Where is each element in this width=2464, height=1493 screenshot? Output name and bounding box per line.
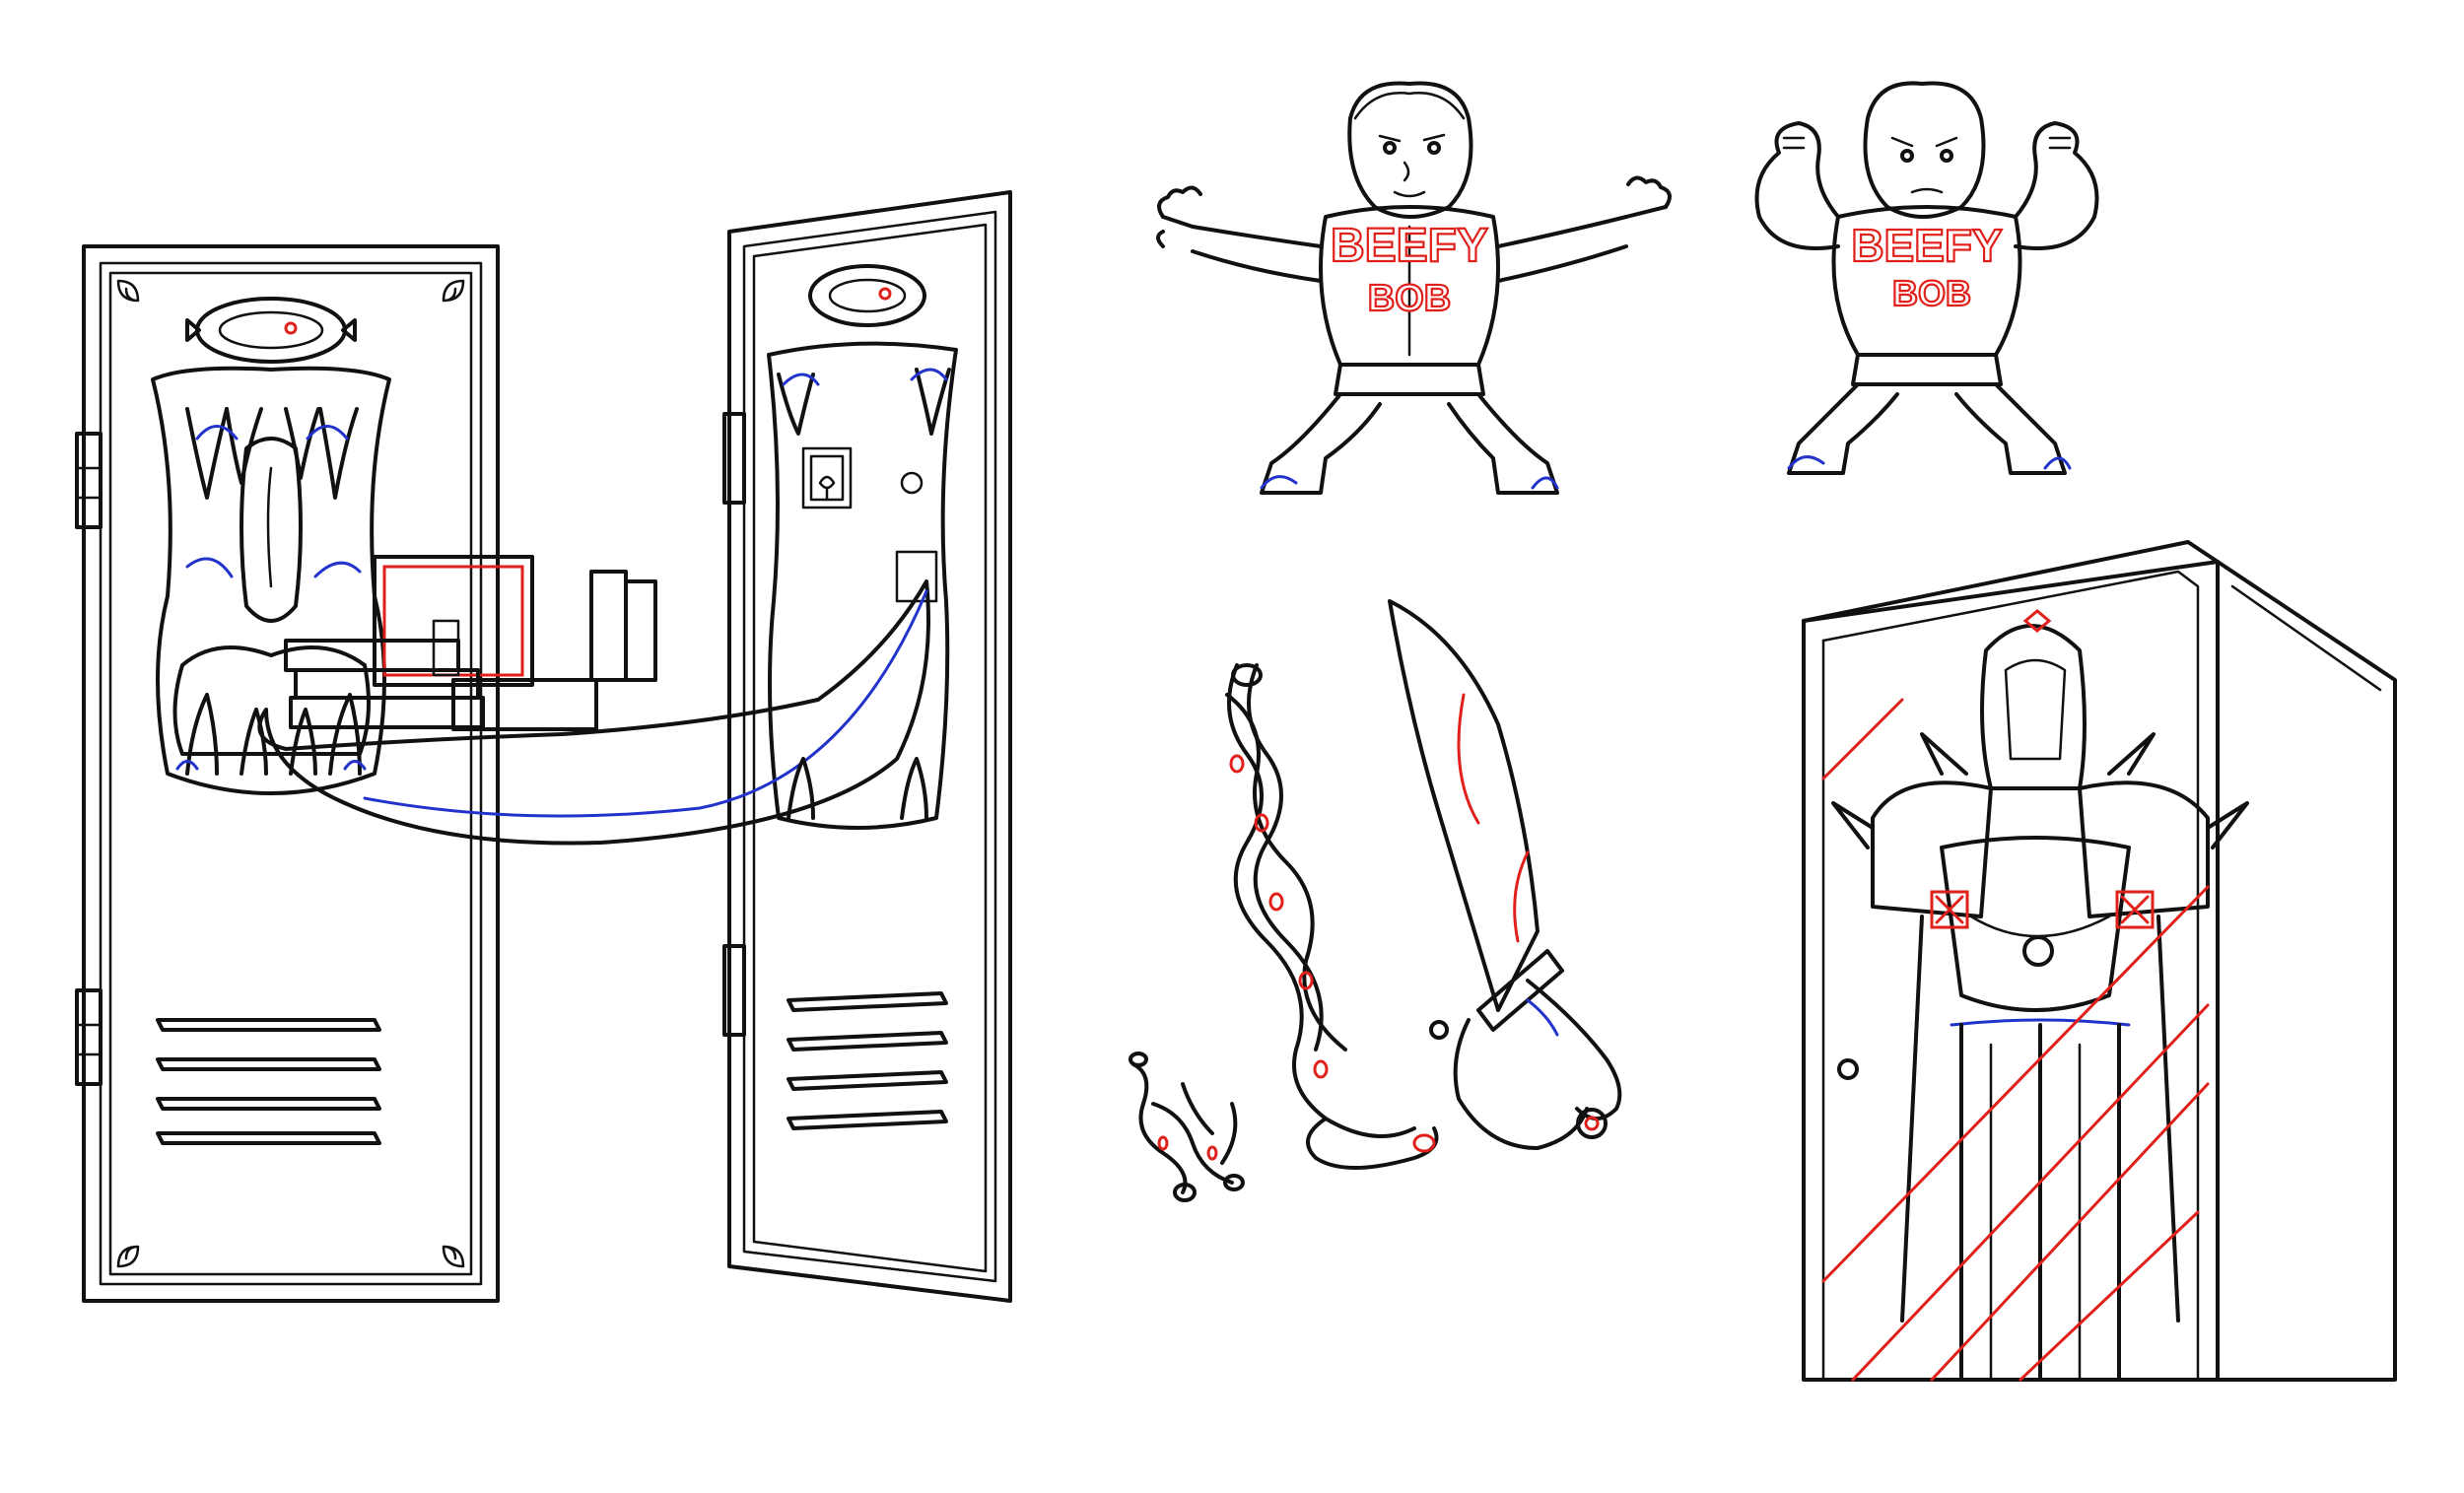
beefy-bob-2-line1: BEEFY <box>1851 220 2002 271</box>
beefy-bob-1-line1: BEEFY <box>1331 220 1488 272</box>
cutlass <box>1388 599 1622 1150</box>
monster-locker-closed <box>75 244 500 1303</box>
beefy-bob-2-line2: BOB <box>1892 273 1971 313</box>
beefy-bob-figure-arms-out: BEEFY BOB <box>1153 69 1685 503</box>
vine-scrap <box>1129 1052 1245 1202</box>
beefy-bob-1-line2: BOB <box>1368 278 1451 319</box>
armor-display-case <box>1802 540 2397 1382</box>
monster-locker-open-tongue <box>257 190 1012 1303</box>
beefy-bob-figure-flexing: BEEFY BOB <box>1730 69 2124 483</box>
vine-flail <box>1225 663 1439 1170</box>
